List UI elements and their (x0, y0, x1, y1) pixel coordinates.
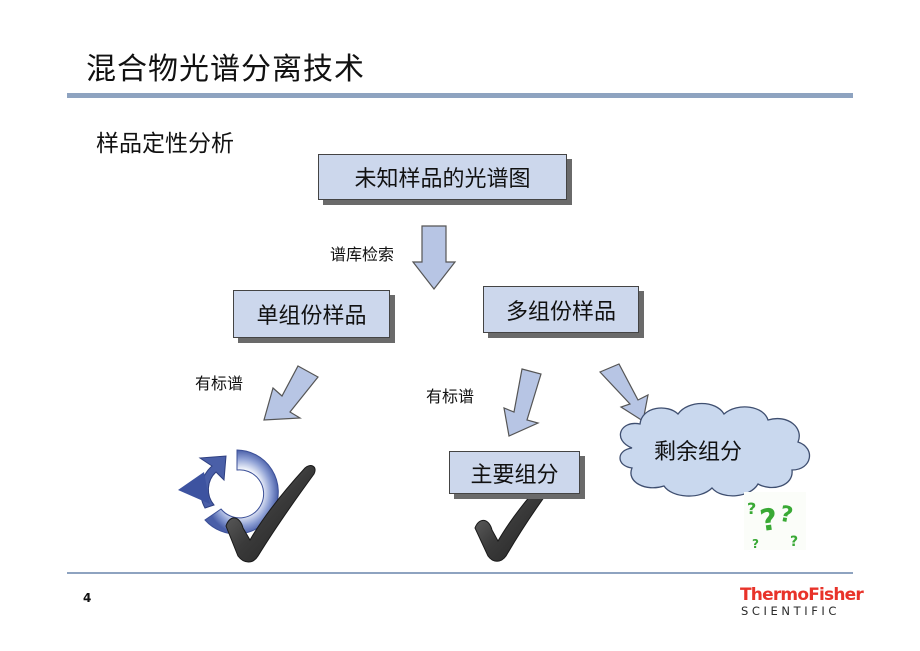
footer-divider (67, 572, 853, 574)
page-number: 4 (83, 591, 92, 605)
svg-text:?: ? (747, 499, 756, 518)
has-standard-label-left: 有标谱 (195, 374, 244, 393)
library-search-label: 谱库检索 (330, 245, 395, 264)
title-divider (67, 93, 853, 98)
logo-wordmark: ThermoFisher (740, 585, 864, 605)
residual-cloud (619, 402, 810, 497)
svg-text:?: ? (758, 502, 780, 539)
section-subtitle: 样品定性分析 (96, 131, 234, 157)
page-title: 混合物光谱分离技术 (86, 52, 365, 87)
refresh-icon (178, 449, 279, 535)
logo-tagline: SCIENTIFIC (741, 604, 841, 618)
question-marks-icon: ? ? ? ? ? (744, 492, 806, 551)
svg-text:?: ? (790, 534, 798, 550)
unknown-sample-box: 未知样品的光谱图 (318, 154, 567, 200)
arrow-multi-to-major (503, 368, 542, 437)
svg-text:?: ? (778, 502, 795, 529)
arrow-down-search (411, 225, 457, 290)
major-component-box: 主要组分 (449, 451, 580, 494)
has-standard-label-right: 有标谱 (426, 387, 475, 406)
single-component-box: 单组份样品 (233, 290, 390, 338)
residual-component-label: 剩余组分 (654, 440, 743, 465)
arrow-single-to-result (263, 365, 319, 421)
multi-component-box: 多组份样品 (483, 286, 639, 333)
arrow-multi-to-residual (598, 363, 649, 422)
checkmark-icon (225, 465, 316, 563)
svg-text:?: ? (752, 537, 759, 551)
